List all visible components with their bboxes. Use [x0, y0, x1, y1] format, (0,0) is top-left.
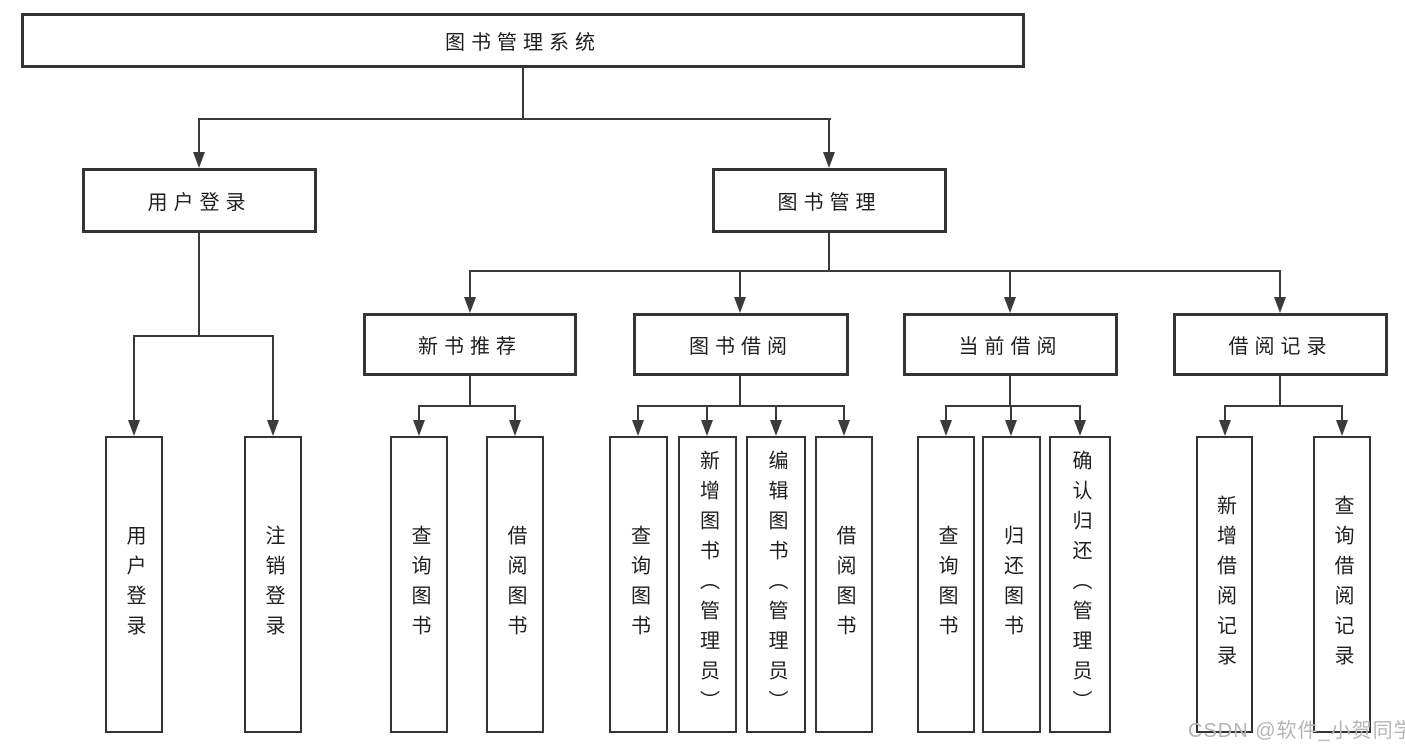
connector-book-borrow-branch: [637, 405, 845, 407]
connector-drop: [514, 405, 516, 422]
connector-drop: [945, 405, 947, 422]
node-label: 图书管理系统: [445, 32, 601, 54]
node-label: 图书借阅: [689, 336, 793, 358]
node-label: 新增图书（管理员）: [696, 449, 719, 720]
arrowhead-down-icon: [267, 420, 279, 436]
node-current-borrowing: 当前借阅: [903, 313, 1118, 376]
leaf-logout: 注销登录: [244, 436, 302, 733]
connector-new-book-stem: [469, 376, 471, 406]
connector-level3-branch: [469, 270, 1281, 272]
arrowhead-down-icon: [940, 420, 952, 436]
connector-drop: [1009, 270, 1011, 298]
arrowhead-down-icon: [770, 420, 782, 436]
connector-book-borrow-stem: [739, 376, 741, 406]
node-label: 当前借阅: [958, 336, 1063, 358]
node-label: 新增借阅记录: [1213, 494, 1236, 675]
leaf-borrow-books-recommend: 借阅图书: [486, 436, 544, 733]
csdn-watermark: CSDN @软件_小贺同学: [1188, 720, 1405, 742]
arrowhead-down-icon: [838, 420, 850, 436]
connector-drop: [469, 270, 471, 298]
leaf-add-borrow-record: 新增借阅记录: [1196, 436, 1253, 733]
node-book-management: 图书管理: [712, 168, 947, 233]
connector-drop: [1341, 405, 1343, 422]
node-label: 归还图书: [1000, 524, 1023, 645]
connector-new-book-branch: [418, 405, 516, 407]
leaf-edit-book-admin: 编辑图书（管理员）: [746, 436, 806, 733]
arrowhead-down-icon: [413, 420, 425, 436]
node-new-book-recommendation: 新书推荐: [363, 313, 577, 376]
connector-user-login-stem: [198, 233, 200, 337]
connector-level2-branch: [198, 118, 831, 120]
node-label: 注销登录: [262, 524, 284, 645]
leaf-confirm-return-admin: 确认归还（管理员）: [1049, 436, 1111, 733]
connector-book-mgmt-drop: [828, 118, 830, 154]
leaf-query-books-borrow: 查询图书: [609, 436, 668, 733]
node-book-borrowing: 图书借阅: [633, 313, 849, 376]
leaf-user-login: 用户登录: [105, 436, 163, 733]
arrowhead-down-icon: [1219, 420, 1231, 436]
leaf-query-books-current: 查询图书: [917, 436, 975, 733]
node-label: 借阅图书: [833, 524, 855, 645]
connector-drop: [1079, 405, 1081, 422]
node-label: 借阅记录: [1228, 336, 1333, 358]
connector-drop: [1224, 405, 1226, 422]
arrowhead-down-icon: [1005, 420, 1017, 436]
connector-drop: [706, 405, 708, 422]
connector-borrow-records-branch: [1224, 405, 1342, 407]
leaf-return-book: 归还图书: [982, 436, 1041, 733]
node-label: 查询图书: [408, 524, 430, 645]
arrowhead-down-icon: [1336, 420, 1348, 436]
arrowhead-down-icon: [701, 420, 713, 436]
leaf-query-borrow-record: 查询借阅记录: [1313, 436, 1371, 733]
node-user-login: 用户登录: [82, 168, 317, 233]
connector-drop: [1010, 405, 1012, 422]
node-label: 查询图书: [627, 524, 650, 645]
node-label: 新书推荐: [418, 336, 522, 358]
connector-drop: [843, 405, 845, 422]
node-label: 用户登录: [147, 192, 252, 214]
connector-book-mgmt-stem: [828, 233, 830, 272]
connector-drop: [637, 405, 639, 422]
node-label: 查询借阅记录: [1331, 494, 1353, 675]
arrowhead-down-icon: [128, 420, 140, 436]
connector-drop: [775, 405, 777, 422]
node-label: 编辑图书（管理员）: [765, 449, 787, 720]
arrowhead-down-icon: [1074, 420, 1086, 436]
connector-drop: [1279, 270, 1281, 298]
connector-current-borrow-branch: [945, 405, 1081, 407]
leaf-query-books-recommend: 查询图书: [390, 436, 448, 733]
node-label: 图书管理: [777, 192, 882, 214]
arrowhead-down-icon: [823, 152, 835, 168]
arrowhead-down-icon: [193, 152, 205, 168]
arrowhead-down-icon: [464, 297, 476, 313]
connector-drop: [739, 270, 741, 298]
node-label: 查询图书: [935, 524, 957, 645]
connector-root-stem: [522, 68, 524, 118]
node-label: 用户登录: [123, 524, 145, 645]
leaf-add-book-admin: 新增图书（管理员）: [678, 436, 737, 733]
leaf-borrow-books: 借阅图书: [815, 436, 873, 733]
connector-user-login-drop: [198, 118, 200, 154]
node-label: 借阅图书: [504, 524, 526, 645]
node-label: 确认归还（管理员）: [1069, 449, 1091, 720]
node-library-management-system: 图书管理系统: [21, 13, 1025, 68]
arrowhead-down-icon: [734, 297, 746, 313]
arrowhead-down-icon: [1004, 297, 1016, 313]
connector-current-borrow-stem: [1009, 376, 1011, 406]
arrowhead-down-icon: [1274, 297, 1286, 313]
connector-user-login-branch: [133, 335, 274, 337]
arrowhead-down-icon: [509, 420, 521, 436]
connector-drop: [418, 405, 420, 422]
connector-drop: [272, 335, 274, 422]
node-borrowing-records: 借阅记录: [1173, 313, 1388, 376]
connector-drop: [133, 335, 135, 422]
arrowhead-down-icon: [632, 420, 644, 436]
connector-borrow-records-stem: [1279, 376, 1281, 406]
